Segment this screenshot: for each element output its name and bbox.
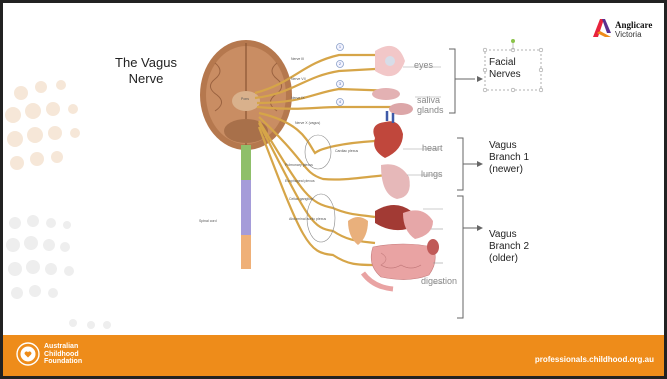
- group-label-line: (newer): [489, 164, 529, 176]
- label-spinal-cord: Spinal cord: [199, 219, 217, 223]
- heart-illustration: [373, 111, 403, 158]
- label-nerve-3: Nerve III: [291, 57, 304, 61]
- ganglion-number: 3: [339, 82, 341, 86]
- bracket-branch2: [457, 196, 463, 318]
- organ-label-lungs: lungs: [421, 169, 443, 179]
- group-label-facial-nerves[interactable]: Facial Nerves: [489, 57, 521, 81]
- organ-label-digestion: digestion: [421, 276, 457, 286]
- footer-url: professionals.childhood.org.au: [535, 355, 654, 364]
- brain-illustration: [200, 40, 292, 150]
- group-label-vagus-branch-1: Vagus Branch 1 (newer): [489, 140, 529, 176]
- lungs-illustration: [381, 164, 410, 199]
- group-label-line: Nerves: [489, 69, 521, 81]
- group-label-line: (older): [489, 253, 529, 265]
- group-label-vagus-branch-2: Vagus Branch 2 (older): [489, 229, 529, 265]
- foundation-line: Childhood: [44, 351, 82, 359]
- ganglia-markers: [337, 44, 344, 106]
- slide: The Vagus Nerve Anglicare Victoria: [3, 3, 664, 376]
- group-label-line: Vagus: [489, 140, 529, 152]
- group-label-line: Branch 1: [489, 152, 529, 164]
- saliva-glands-illustration: [372, 88, 413, 115]
- bracket-branch1: [457, 138, 463, 190]
- organ-label-saliva: saliva: [417, 95, 440, 105]
- slide-footer: Australian Childhood Foundation professi…: [3, 335, 664, 376]
- organ-label-heart: heart: [422, 143, 443, 153]
- label-cardiac-plexus: Cardiac plexus: [335, 149, 358, 153]
- bracket-facial: [449, 49, 455, 113]
- label-nerve-9: Nerve IX: [291, 96, 305, 100]
- arrow-heads: [477, 76, 483, 231]
- organ-label-eyes: eyes: [414, 60, 433, 70]
- foundation-logo-text: Australian Childhood Foundation: [44, 343, 82, 366]
- label-nerve-7: Nerve VII: [291, 77, 306, 81]
- eye-illustration: [375, 46, 405, 76]
- label-pons: Pons: [241, 97, 249, 101]
- label-abdominal-plexus: Abdominal aortic plexus: [289, 217, 326, 221]
- label-pulmonary-plexus: Pulmonary plexus: [285, 163, 313, 167]
- label-celiac-ganglion: Celiac ganglion: [289, 197, 313, 201]
- heart-logo-icon: [16, 342, 40, 366]
- spinal-cord: [241, 145, 251, 269]
- label-nerve-10: Nerve X (vagus): [295, 121, 320, 125]
- group-label-line: Branch 2: [489, 241, 529, 253]
- foundation-line: Foundation: [44, 358, 82, 366]
- ganglion-number: 4: [339, 100, 341, 104]
- foundation-line: Australian: [44, 343, 82, 351]
- rotate-handle: [511, 39, 515, 43]
- group-label-line: Facial: [489, 57, 521, 69]
- group-label-line: Vagus: [489, 229, 529, 241]
- organ-label-glands: glands: [417, 105, 444, 115]
- vagus-nerve-diagram: [3, 3, 664, 335]
- label-esophageal-plexus: Esophageal plexus: [285, 179, 315, 183]
- ganglion-number: 2: [339, 62, 341, 66]
- ganglion-number: 1: [339, 45, 341, 49]
